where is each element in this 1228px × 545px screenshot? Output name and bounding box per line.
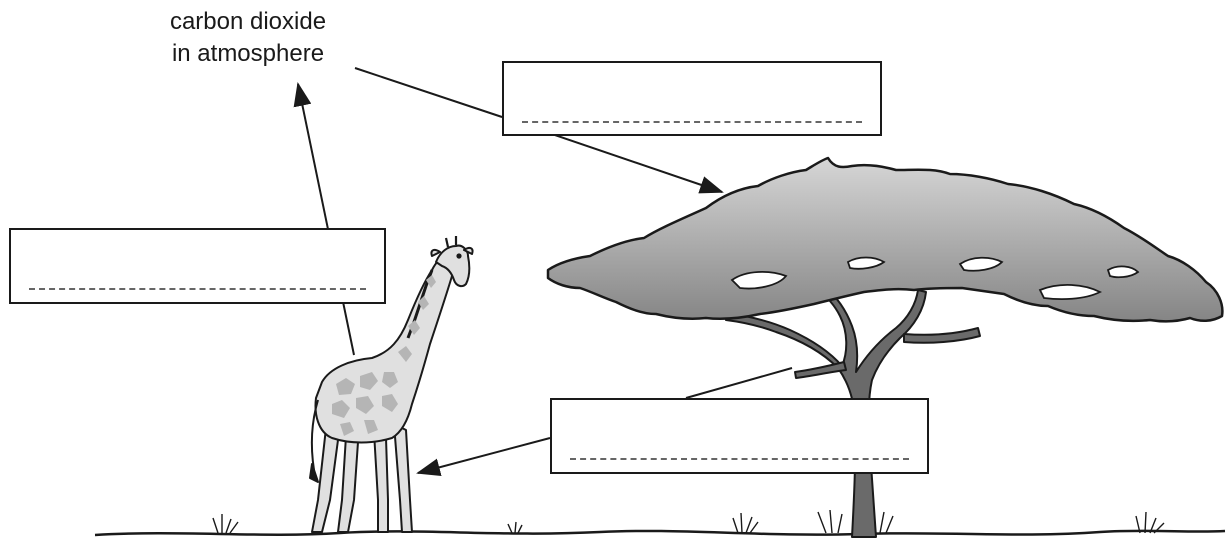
carbon-dioxide-label: carbon dioxide in atmosphere [150, 6, 346, 70]
arrow-to-atmosphere [298, 84, 354, 355]
connector-label-to-box [355, 68, 502, 117]
ground-line [95, 531, 1225, 535]
tree-canopy [548, 158, 1222, 321]
grass-tufts [213, 510, 1164, 533]
answer-line-left [29, 288, 366, 290]
carbon-dioxide-label-line1: carbon dioxide [150, 6, 346, 38]
connector-tree-to-box [686, 368, 792, 398]
arrow-to-giraffe [418, 438, 550, 473]
carbon-dioxide-label-line2: in atmosphere [150, 38, 346, 70]
answer-box-top[interactable] [502, 61, 882, 136]
answer-line-bottom [570, 458, 909, 460]
answer-line-top [522, 121, 862, 123]
answer-box-left[interactable] [9, 228, 386, 304]
answer-box-bottom[interactable] [550, 398, 929, 474]
